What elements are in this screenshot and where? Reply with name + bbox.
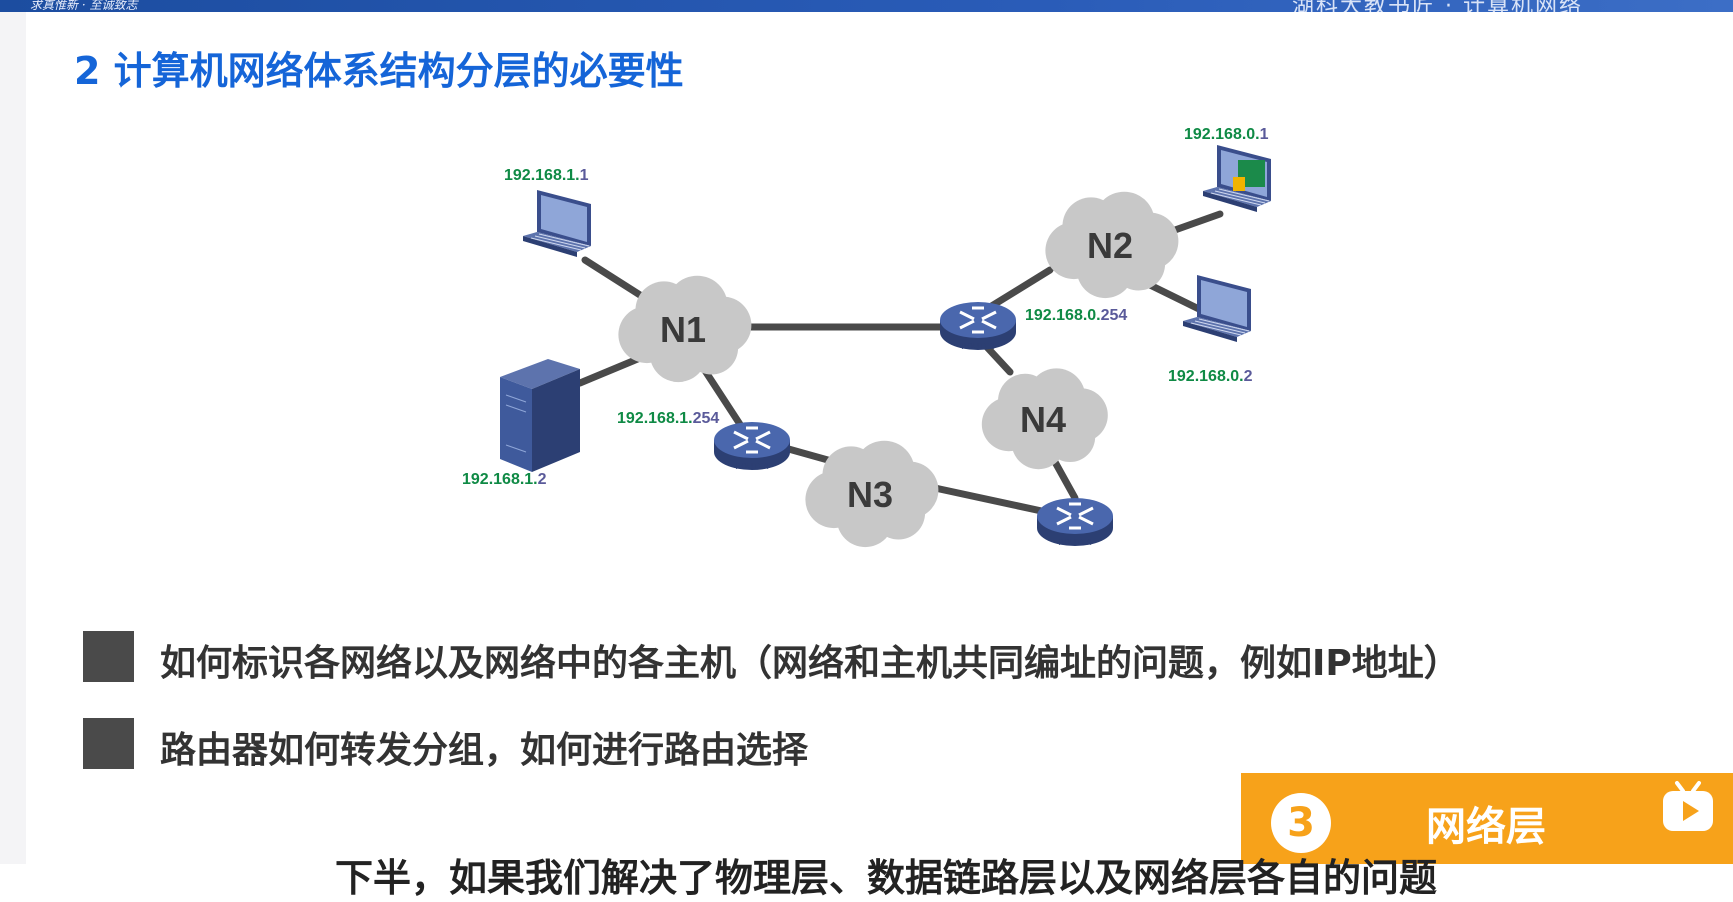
cloud-n2: N2 <box>1045 191 1179 299</box>
chapter-label: 网络层 <box>1426 804 1546 850</box>
banner-right-text: 湖科大教书匠 · 计算机网络 <box>1292 0 1583 12</box>
svg-text:N2: N2 <box>1087 225 1133 266</box>
bullet-text-1: 如何标识各网络以及网络中的各主机（网络和主机共同编址的问题，例如IP地址） <box>160 643 1460 684</box>
ip-server: 192.168.1.2 <box>462 471 547 488</box>
ip-laptop-2: 192.168.0.1 <box>1184 126 1269 143</box>
slide-title: 2 计算机网络体系结构分层的必要性 <box>74 49 684 93</box>
laptop-icon-2 <box>1202 144 1272 213</box>
laptop-icon-1 <box>522 189 592 258</box>
router-icon-r2: ROUTER <box>938 300 1018 352</box>
ip-laptop-1: 192.168.1.1 <box>504 167 589 184</box>
chapter-number: 3 <box>1271 793 1331 853</box>
cloud-n1: N1 <box>618 275 752 383</box>
ip-router-2: 192.168.0.254 <box>1025 307 1127 324</box>
bullet-square-icon <box>83 718 134 769</box>
svg-text:N3: N3 <box>847 474 893 515</box>
bullet-text-2: 路由器如何转发分组，如何进行路由选择 <box>160 730 809 771</box>
svg-text:N1: N1 <box>660 309 706 350</box>
ip-router-1: 192.168.1.254 <box>617 410 719 427</box>
router-icon-r1: ROUTER <box>712 420 792 472</box>
svg-text:ROUTER: ROUTER <box>961 342 995 351</box>
router-icon-r3: ROUTER <box>1035 496 1115 548</box>
cloud-n4: N4 <box>981 368 1108 470</box>
ip-laptop-3: 192.168.0.2 <box>1168 368 1253 385</box>
svg-text:N4: N4 <box>1020 399 1066 440</box>
bullet-square-icon <box>83 631 134 682</box>
video-subtitle: 下半，如果我们解决了物理层、数据链路层以及网络层各自的问题 <box>335 856 1438 900</box>
server-icon <box>500 359 580 472</box>
svg-text:ROUTER: ROUTER <box>1058 538 1092 547</box>
school-motto: 求真惟新 · 至诚致志 <box>30 0 138 12</box>
svg-text:ROUTER: ROUTER <box>735 462 769 471</box>
top-banner: 求真惟新 · 至诚致志 湖科大教书匠 · 计算机网络 <box>0 0 1733 12</box>
network-diagram: N1 N2 N3 N4 ROUTER ROUTER ROUTER <box>462 126 1272 548</box>
left-gutter <box>0 0 26 864</box>
cloud-n3: N3 <box>805 440 939 548</box>
bilibili-tv-icon[interactable] <box>1659 779 1717 837</box>
chapter-badge: 3 网络层 <box>1241 773 1733 864</box>
